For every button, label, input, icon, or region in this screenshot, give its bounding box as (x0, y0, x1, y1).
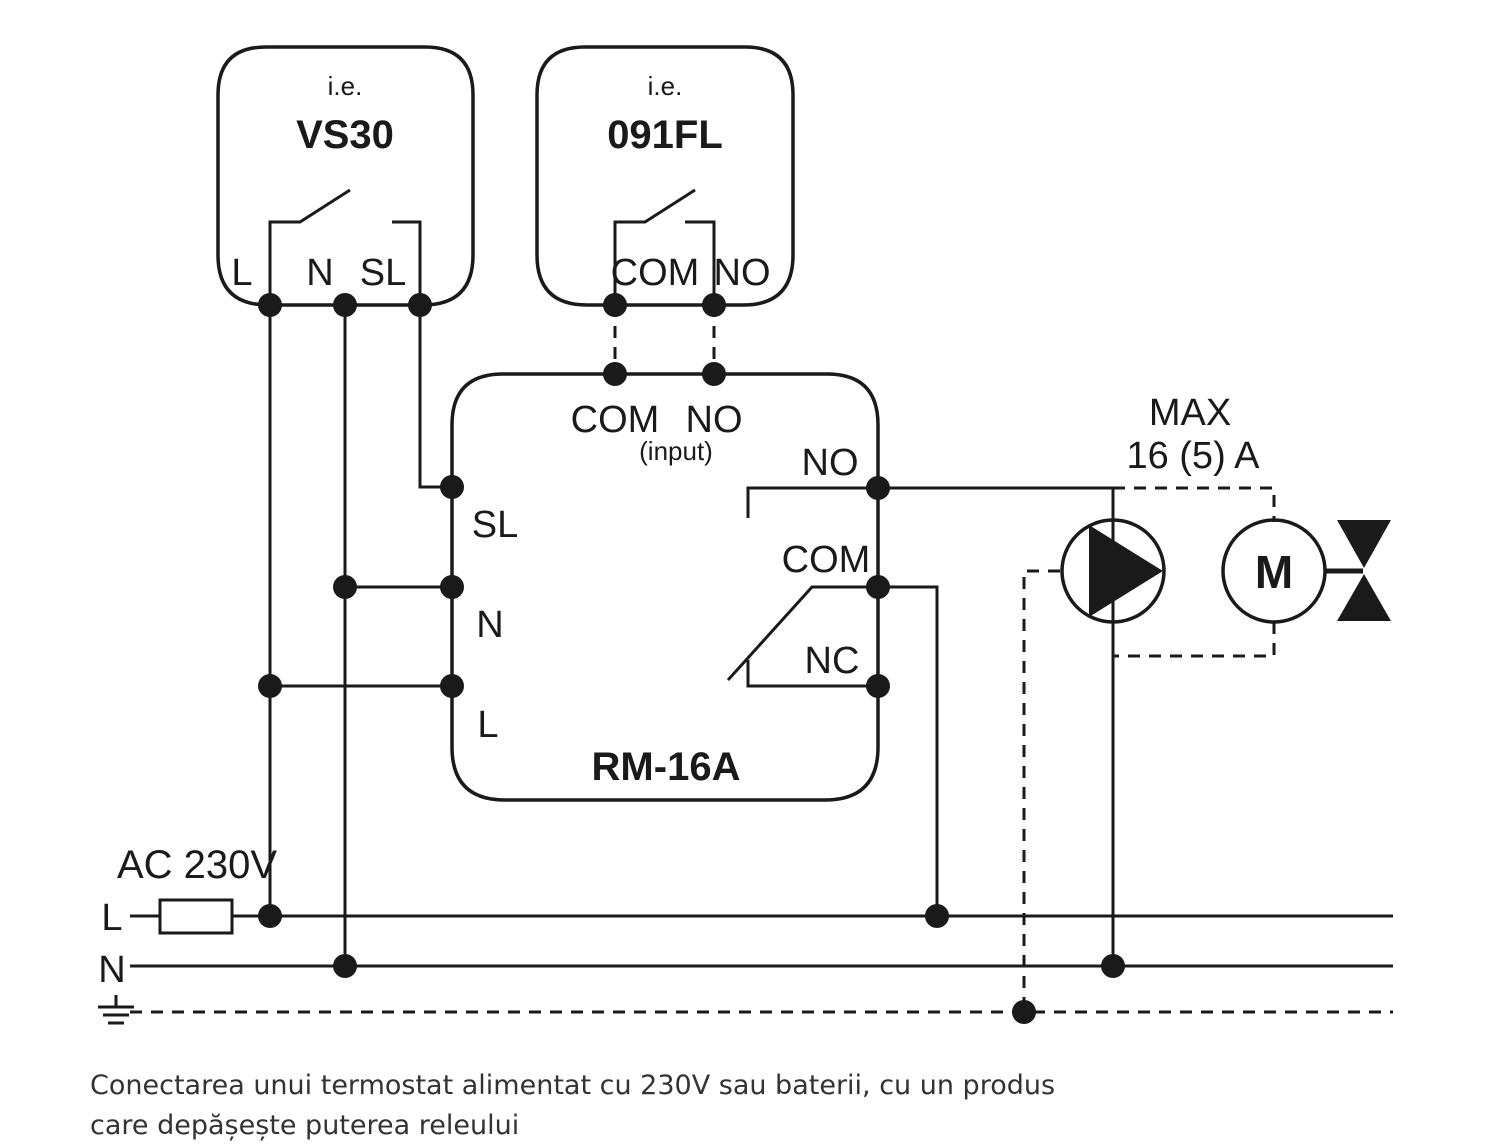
rm16a-terminal-nc: NC (805, 640, 860, 682)
vs30-terminal-sl: SL (360, 252, 406, 294)
vs30-prefix: i.e. (328, 71, 363, 101)
dash-motor-bottom (1113, 622, 1276, 658)
rm16a-terminal-no: NO (802, 442, 859, 484)
fl091-name: 091FL (607, 113, 723, 157)
wire-sl (418, 305, 452, 489)
ground-icon (98, 995, 134, 1025)
fl091-terminal-no: NO (714, 252, 771, 294)
supply-label: AC 230V (117, 843, 277, 887)
wire-com-to-l (878, 585, 939, 916)
vs30-sl-wire (392, 220, 422, 305)
pump-icon (1060, 518, 1166, 624)
rm16a-terminal-l: L (477, 704, 498, 746)
diagram-caption: Conectarea unui termostat alimentat cu 2… (90, 1070, 1056, 1141)
dash-pump-earth (1022, 569, 1060, 1012)
vs30-thermostat: i.e. VS30 L N SL (216, 45, 475, 307)
rm16a-input-no: NO (686, 399, 743, 441)
rm16a-terminal-sl: SL (472, 504, 518, 546)
dash-motor-top (1113, 486, 1276, 522)
vs30-switch-contact (268, 188, 351, 305)
rm16a-input-note: (input) (639, 436, 713, 466)
motor-label: M (1255, 546, 1293, 598)
fl091-no-wire (685, 220, 716, 305)
fl091-terminal-com: COM (611, 252, 700, 294)
vs30-name: VS30 (296, 113, 394, 157)
junction-dots (258, 293, 1125, 1024)
fl091-switch-contact (613, 188, 696, 305)
relay-nc-contact (746, 660, 878, 688)
vs30-terminal-n: N (306, 252, 333, 294)
fl091-thermostat: i.e. 091FL COM NO (535, 45, 795, 307)
fl091-prefix: i.e. (648, 71, 683, 101)
relay-no-contact (746, 486, 878, 518)
valve-icon (1337, 520, 1391, 621)
motor-icon: M (1221, 518, 1327, 624)
rm16a-terminal-com: COM (782, 539, 871, 581)
fuse (158, 898, 234, 935)
wire-no-to-pump (878, 486, 1115, 966)
rm16a-name: RM-16A (592, 745, 741, 789)
relay-com-contact (726, 585, 878, 682)
line-l-label: L (101, 897, 122, 939)
vs30-terminal-l: L (231, 252, 252, 294)
max-label-line2: 16 (5) A (1126, 435, 1260, 477)
rm16a-input-com: COM (571, 399, 660, 441)
line-n-label: N (98, 949, 125, 991)
rm16a-terminal-n: N (476, 604, 503, 646)
max-label-line1: MAX (1149, 392, 1231, 434)
rm16a-relay-module: COM NO (input) SL N L NO COM NC RM-16A (450, 372, 880, 802)
